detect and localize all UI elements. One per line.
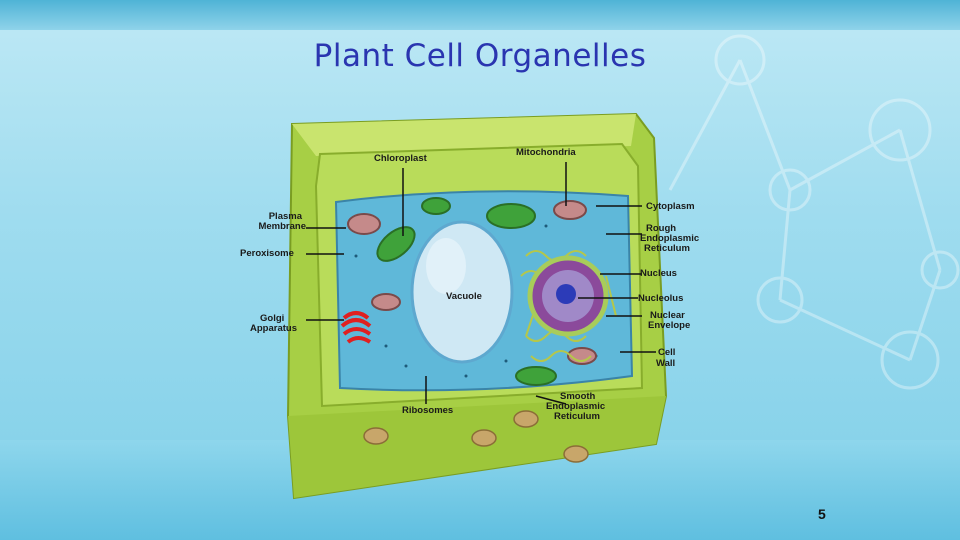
slide-title: Plant Cell Organelles — [300, 38, 660, 74]
label-cell-wall-line2: Wall — [656, 359, 675, 369]
label-nucleolus: Nucleolus — [638, 294, 683, 304]
label-cell-wall-line1: Cell — [658, 348, 675, 358]
label-mitochondria: Mitochondria — [516, 148, 576, 158]
label-peroxisome: Peroxisome — [240, 249, 294, 259]
plant-cell-diagram: Chloroplast Mitochondria Plasma Membrane… — [236, 106, 716, 502]
label-vacuole: Vacuole — [446, 292, 482, 302]
top-band — [0, 0, 960, 30]
label-chloroplast: Chloroplast — [374, 154, 427, 164]
label-cytoplasm: Cytoplasm — [646, 202, 695, 212]
page-number: 5 — [818, 506, 826, 522]
label-smooth-er-line3: Reticulum — [554, 412, 600, 422]
label-rough-er-line3: Reticulum — [644, 244, 690, 254]
plant-cell-illustration — [236, 106, 716, 502]
label-nuclear-envelope-line2: Envelope — [648, 321, 690, 331]
label-nucleus: Nucleus — [640, 269, 677, 279]
label-plasma-membrane-line2: Membrane — [240, 222, 306, 232]
label-ribosomes: Ribosomes — [402, 406, 453, 416]
label-golgi-line2: Apparatus — [250, 324, 297, 334]
